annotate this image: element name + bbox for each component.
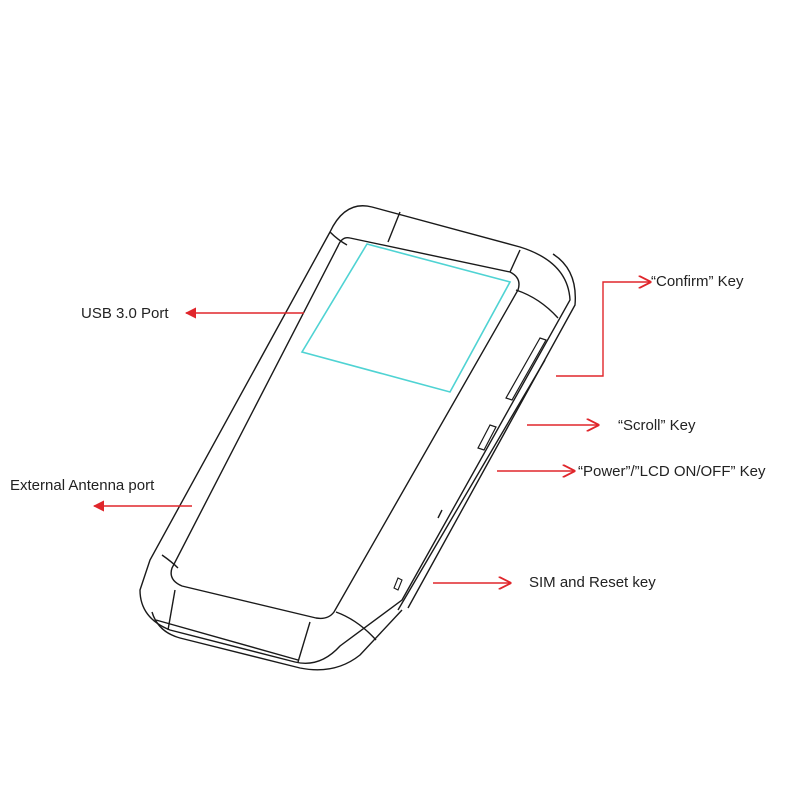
callout-arrows [92, 282, 650, 583]
scroll-key-label: “Scroll” Key [618, 417, 696, 434]
power-lcd-key-label: “Power”/”LCD ON/OFF” Key [578, 463, 766, 480]
device-body [139, 205, 577, 671]
lcd-screen [300, 243, 512, 393]
external-antenna-port-label: External Antenna port [10, 477, 155, 494]
sim-reset-key-label: SIM and Reset key [529, 574, 656, 591]
usb-port-label: USB 3.0 Port [81, 305, 169, 322]
arrow-confirm [556, 282, 650, 377]
confirm-key-label: “Confirm” Key [651, 273, 744, 290]
